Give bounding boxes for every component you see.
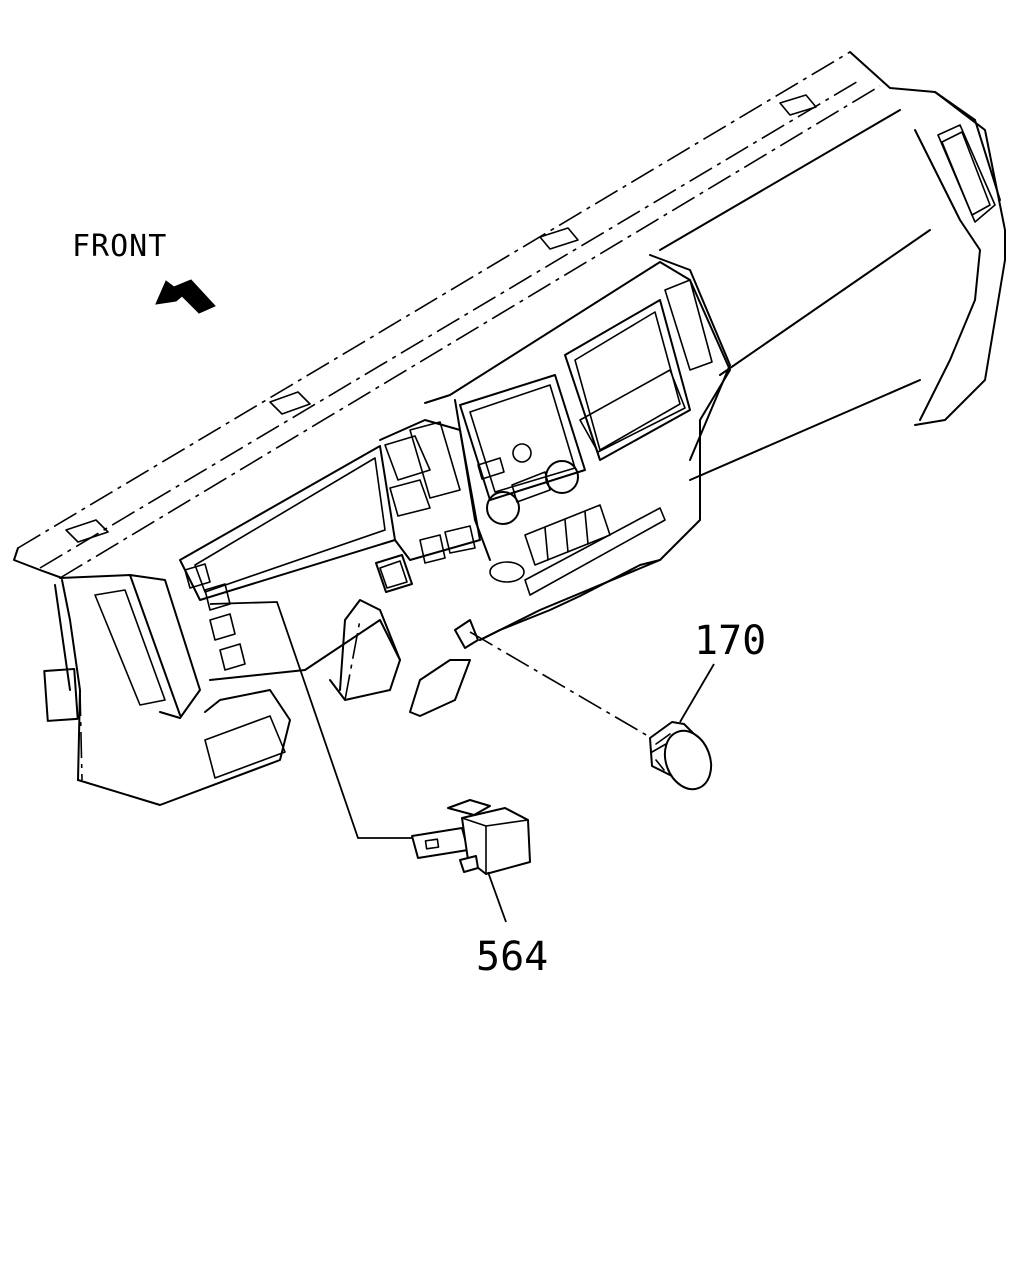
front-orientation-indicator: FRONT (72, 229, 216, 314)
arrow-up-left-icon (155, 279, 216, 314)
instrument-panel-assembly (13, 51, 1006, 806)
leader-line-170 (469, 631, 649, 737)
callout-leader-564 (487, 871, 507, 923)
part-number-170: 170 (694, 618, 766, 664)
leader-line-564 (209, 601, 412, 839)
callout-leader-170 (679, 663, 715, 723)
part-564-switch (411, 799, 531, 875)
part-number-564: 564 (476, 934, 548, 980)
part-170-cap (649, 721, 713, 791)
front-label: FRONT (72, 229, 167, 264)
